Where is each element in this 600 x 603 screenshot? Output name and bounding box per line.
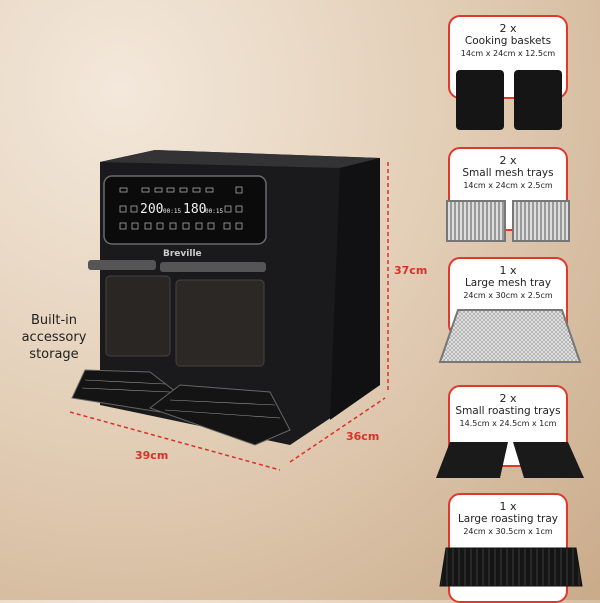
accessory-dims: 14cm x 24cm x 12.5cm	[460, 49, 556, 58]
accessory-name: Large mesh tray	[464, 277, 552, 289]
accessory-qty: 2 x	[499, 392, 517, 405]
brand-logo: Breville	[163, 249, 202, 259]
accessory-dims: 14cm x 24cm x 2.5cm	[463, 181, 553, 190]
cooking-basket-image	[514, 70, 562, 130]
control-panel	[103, 175, 267, 245]
accessory-qty: 1 x	[499, 500, 517, 513]
control-buttons	[119, 186, 243, 230]
accessory-name: Large roasting tray	[457, 513, 559, 525]
accessory-storage-label: Built-in accessory storage	[21, 313, 87, 362]
accessory-name: Small mesh trays	[462, 167, 554, 179]
small-mesh-tray-image	[446, 200, 506, 242]
right-drawer-window	[175, 279, 265, 367]
right-temp-display: 180	[183, 202, 206, 217]
left-drawer-window	[105, 275, 171, 357]
accessory-dims: 14.5cm x 24.5cm x 1cm	[459, 419, 557, 428]
right-time-display: 00:15	[205, 208, 223, 215]
accessory-dims: 24cm x 30.5cm x 1cm	[463, 527, 553, 536]
left-temp-display: 200	[140, 202, 163, 217]
width-dimension: 39cm	[135, 449, 169, 462]
accessory-dims: 24cm x 30cm x 2.5cm	[463, 291, 553, 300]
accessory-qty: 1 x	[499, 264, 517, 277]
small-mesh-tray-image	[512, 200, 570, 242]
left-time-display: 00:15	[163, 208, 181, 215]
cooking-basket-image	[456, 70, 504, 130]
right-drawer-handle	[160, 262, 266, 272]
depth-dimension: 36cm	[346, 430, 380, 443]
height-dimension: 37cm	[394, 264, 428, 277]
accessory-qty: 2 x	[499, 22, 517, 35]
accessory-name: Small roasting trays	[455, 405, 561, 417]
left-drawer-handle	[88, 260, 156, 270]
accessory-qty: 2 x	[499, 154, 517, 167]
accessory-name: Cooking baskets	[464, 35, 552, 47]
